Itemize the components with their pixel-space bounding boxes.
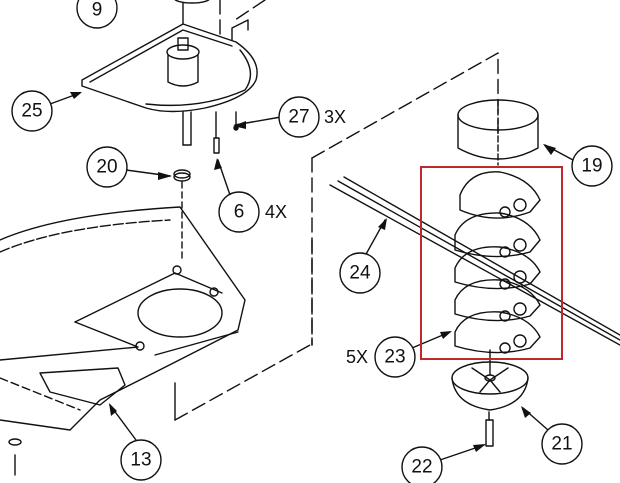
callout-23: 23 — [384, 347, 405, 368]
bolt-part — [485, 411, 494, 447]
highlight-box — [420, 166, 563, 360]
callout-20: 20 — [96, 157, 117, 178]
callout-24: 24 — [349, 263, 371, 284]
washer-part — [173, 169, 191, 261]
assembly-guide-lines — [174, 0, 499, 421]
spool-cup-part — [457, 99, 539, 166]
arrow-heads — [70, 92, 556, 452]
callout-27: 27 — [288, 107, 309, 128]
callout-19: 19 — [581, 156, 602, 177]
line-head-stack — [454, 171, 541, 354]
callout-22: 22 — [411, 457, 432, 478]
callout-9: 9 — [92, 0, 103, 21]
callout-25: 25 — [21, 101, 42, 122]
qty-6: 4X — [265, 202, 287, 222]
mower-deck-part — [0, 206, 246, 476]
callout-13: 13 — [130, 450, 151, 471]
callout-6: 6 — [234, 202, 245, 223]
drive-hub-assembly — [81, 0, 258, 154]
qty-27: 3X — [324, 107, 346, 127]
qty-23: 5X — [346, 347, 368, 367]
callout-21: 21 — [551, 434, 572, 455]
base-hub-part — [451, 349, 529, 411]
